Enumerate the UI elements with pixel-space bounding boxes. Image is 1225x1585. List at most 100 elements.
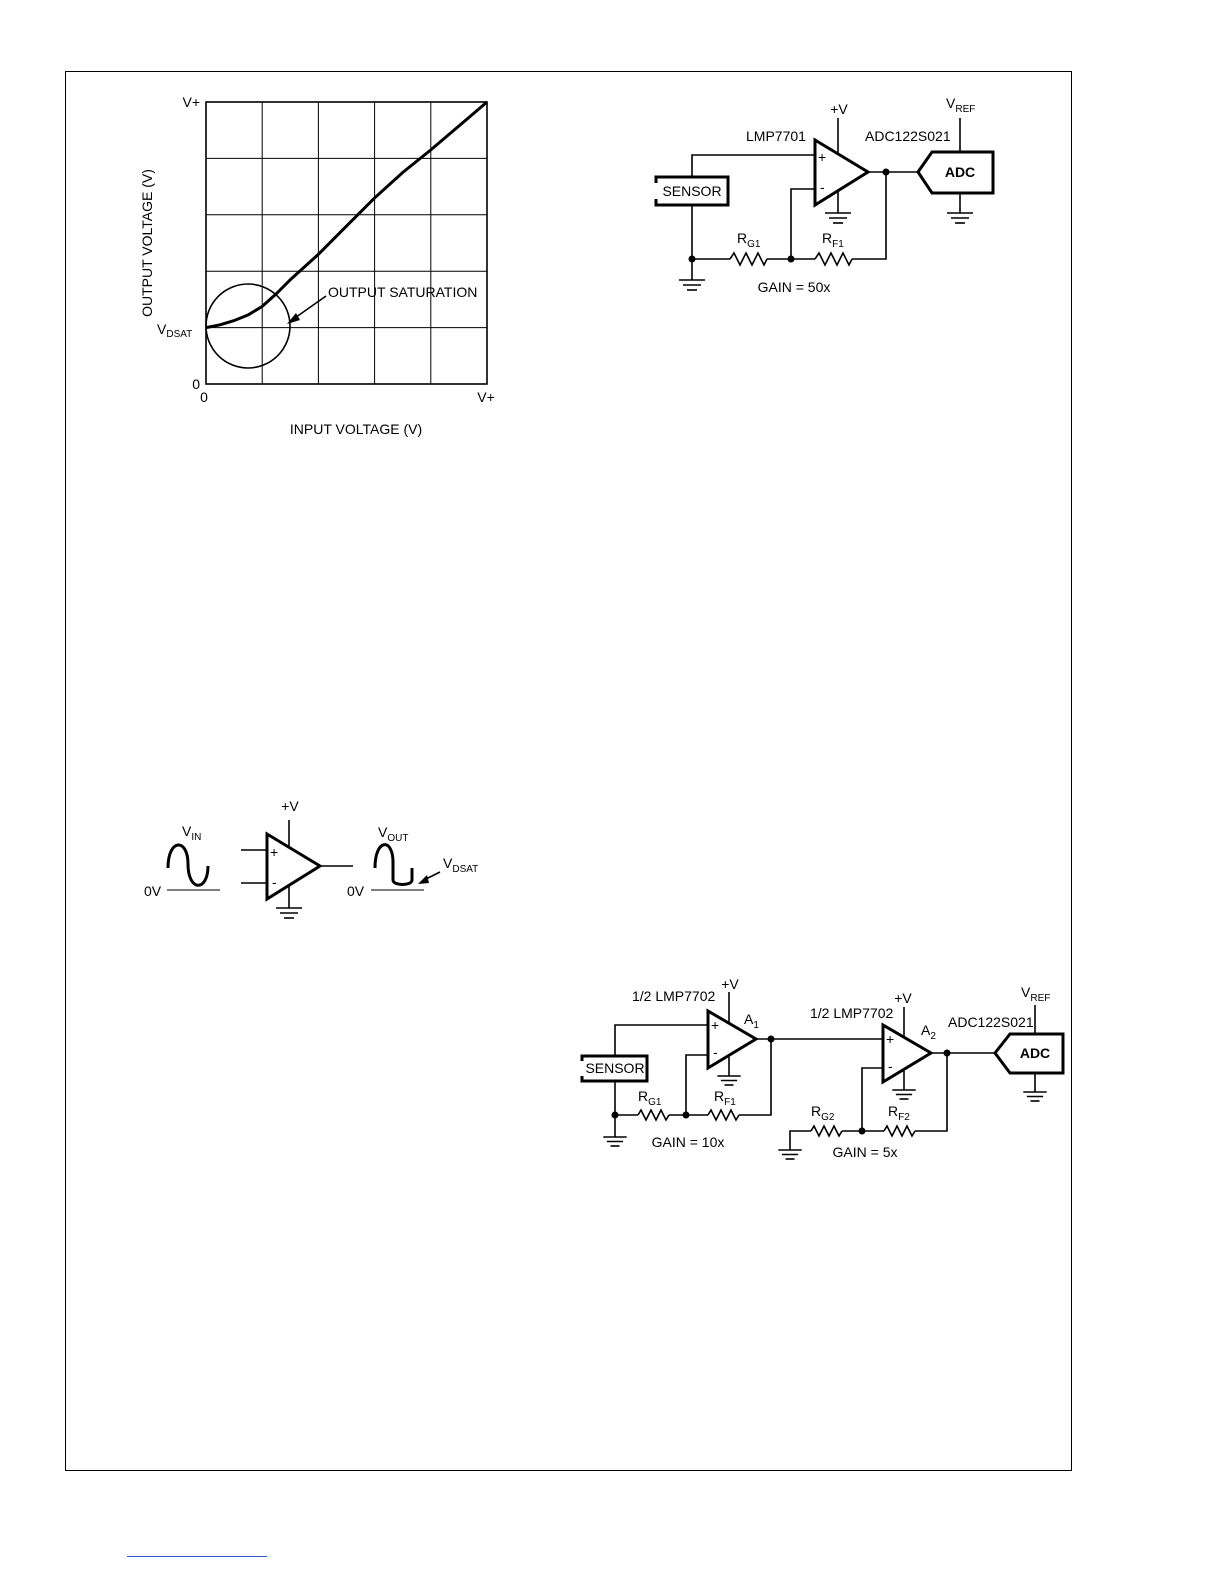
vref-sub: REF (1030, 993, 1050, 1004)
feedback-output-wire-2 (915, 1053, 947, 1131)
a1-output-junction-dot (768, 1036, 775, 1043)
y-tick-label-vdsat: VDSAT (157, 321, 192, 340)
rf2-resistor (884, 1126, 915, 1136)
adc-label: ADC (1020, 1045, 1050, 1061)
rg1-main: R (638, 1088, 648, 1104)
y-axis-label: OUTPUT VOLTAGE (V) (139, 169, 155, 317)
ground-symbol (679, 280, 705, 290)
rg1-label: RG1 (737, 230, 761, 250)
opamp1-part-label: 1/2 LMP7702 (632, 988, 715, 1004)
ground-symbol (603, 1137, 626, 1146)
rg2-ground-wire (790, 1131, 811, 1150)
circuit-single-stage: SENSOR + - ADC +V LMP7701 ADC122S021 (656, 95, 993, 295)
gain1-label: GAIN = 10x (652, 1134, 725, 1150)
rf1-sub: F1 (724, 1097, 736, 1108)
rf1-resistor (815, 253, 852, 265)
gain2-label: GAIN = 5x (833, 1144, 898, 1160)
feedback-output-wire (852, 172, 886, 259)
opamp-plus: + (818, 149, 826, 165)
chart-grid (206, 102, 487, 384)
opamp-minus: - (272, 874, 277, 890)
vref-label: VREF (1021, 984, 1050, 1004)
vout-label: VOUT (378, 824, 408, 844)
feedback-minus-wire (791, 189, 815, 259)
opamp-minus: - (820, 179, 825, 195)
adc-part-label: ADC122S021 (865, 128, 951, 144)
opamp-a1-plus: + (711, 1017, 719, 1033)
vin-sub: IN (191, 832, 201, 843)
rf1-label: RF1 (822, 230, 844, 250)
sensor-label: SENSOR (662, 183, 721, 199)
rf2-sub: F2 (898, 1112, 910, 1123)
sensor-label: SENSOR (585, 1060, 644, 1076)
rg1-resistor (638, 1110, 669, 1120)
vdsat-label: VDSAT (443, 855, 478, 875)
supply2-label: +V (894, 990, 912, 1006)
rf1-main: R (822, 230, 832, 246)
rf1-label: RF1 (714, 1088, 736, 1108)
x-axis-label: INPUT VOLTAGE (V) (290, 421, 422, 437)
supply1-label: +V (721, 976, 739, 992)
output-junction-dot (883, 169, 890, 176)
vout-sub: OUT (387, 833, 408, 844)
x-tick-label-vplus: V+ (477, 389, 495, 405)
footer-link-underline[interactable] (127, 1556, 267, 1557)
opamp-a2-minus: - (888, 1058, 893, 1074)
rf1-sub: F1 (832, 239, 844, 250)
x-tick-label-zero: 0 (200, 389, 208, 405)
ground-symbol (1023, 1092, 1046, 1101)
ground-symbol (825, 213, 851, 223)
adc-label: ADC (945, 164, 975, 180)
ground-symbol (947, 213, 973, 223)
a1-sub: 1 (753, 1020, 759, 1031)
rg2-resistor (811, 1126, 842, 1136)
rg2-main: R (811, 1103, 821, 1119)
rf1-main: R (714, 1088, 724, 1104)
saturation-waveform-diagram: 0V VIN + - +V 0V VOUT VDSAT (144, 798, 478, 918)
chart-plot-frame (206, 102, 487, 384)
rf1-resistor (708, 1110, 739, 1120)
feedback-output-wire-1 (739, 1039, 771, 1115)
vin-zero-label: 0V (144, 883, 162, 899)
rg1-sub: G1 (747, 239, 761, 250)
rg1-resistor (730, 253, 767, 265)
opamp-part-label: LMP7701 (746, 128, 806, 144)
feedback-minus-wire-2 (862, 1068, 883, 1131)
y-tick-label-vplus: V+ (182, 94, 200, 110)
ground-symbol (892, 1090, 915, 1099)
vdsat-sub: DSAT (166, 329, 192, 340)
vin-sine-wave (168, 845, 208, 885)
a2-output-junction-dot (944, 1050, 951, 1057)
rg1-label: RG1 (638, 1088, 662, 1108)
opamp-a1-minus: - (713, 1044, 718, 1060)
vdsat-arrowhead (418, 875, 429, 884)
output-saturation-chart: OUTPUT SATURATION V+ VDSAT 0 0 V+ INPUT … (139, 94, 495, 437)
ground-symbol (717, 1076, 740, 1085)
vin-label: VIN (182, 823, 201, 843)
sensor-to-plus-wire (692, 155, 815, 177)
ground-symbol (778, 1150, 801, 1159)
y-tick-label-zero: 0 (192, 376, 200, 392)
vout-zero-label: 0V (347, 883, 365, 899)
rg1-sub: G1 (648, 1097, 662, 1108)
saturation-annotation-label: OUTPUT SATURATION (328, 284, 477, 300)
vref-sub: REF (955, 104, 975, 115)
a1-label: A1 (744, 1011, 759, 1031)
supply-label: +V (830, 101, 848, 117)
vref-label: VREF (946, 95, 975, 115)
vdsat-sub: DSAT (452, 864, 478, 875)
a2-label: A2 (921, 1022, 936, 1042)
opamp-a2-plus: + (886, 1031, 894, 1047)
vout-clipped-wave (375, 845, 412, 885)
sensor-to-plus-wire (615, 1025, 708, 1056)
opamp-plus: + (270, 844, 278, 860)
rg1-main: R (737, 230, 747, 246)
opamp2-part-label: 1/2 LMP7702 (810, 1005, 893, 1021)
rf2-label: RF2 (888, 1103, 910, 1123)
gain-label: GAIN = 50x (758, 279, 831, 295)
ground-symbol (276, 908, 302, 918)
a2-sub: 2 (930, 1031, 936, 1042)
adc-part-label: ADC122S021 (948, 1014, 1034, 1030)
rg2-sub: G2 (821, 1112, 835, 1123)
